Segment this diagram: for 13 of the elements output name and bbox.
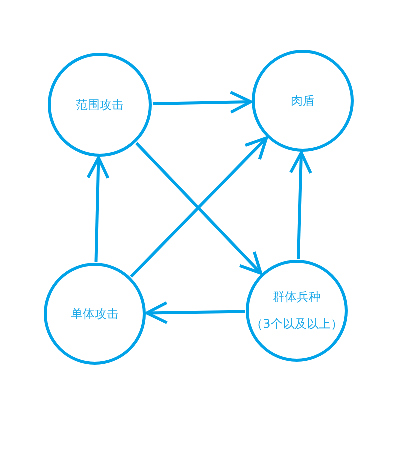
arrow xyxy=(289,151,312,260)
circle-node xyxy=(246,260,348,362)
arrow xyxy=(86,156,110,262)
node-text: （3个以及以上） xyxy=(251,316,343,333)
circle-node xyxy=(44,263,146,365)
node-text: 肉盾 xyxy=(291,92,315,110)
node-text: 单体攻击 xyxy=(71,306,119,322)
node-text: 范围攻击 xyxy=(76,96,124,114)
node-text: 群体兵种 xyxy=(273,289,321,306)
arrow xyxy=(152,90,252,114)
circle-node xyxy=(48,53,152,157)
arrow xyxy=(146,301,246,324)
circle-node xyxy=(252,50,354,152)
